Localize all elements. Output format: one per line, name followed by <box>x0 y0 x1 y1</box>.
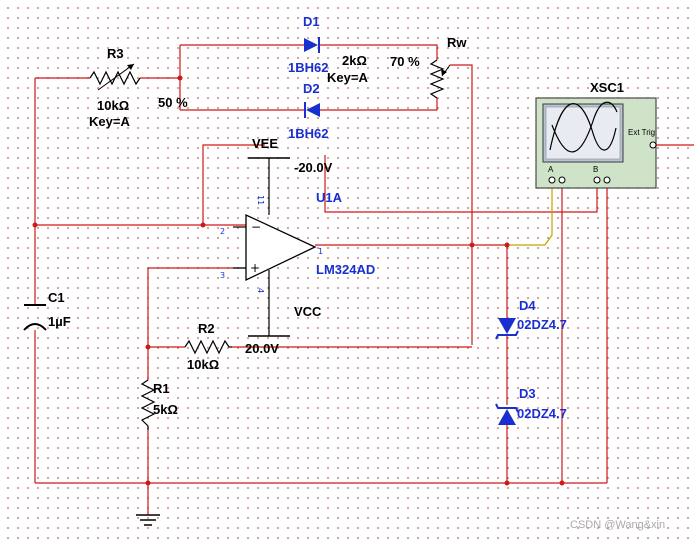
rw-potentiometer[interactable] <box>429 59 451 99</box>
junction-dot <box>200 222 206 228</box>
u1a-pin-out: 1 <box>318 247 323 256</box>
r3-key: Key=A <box>89 114 130 129</box>
vcc-supply[interactable] <box>248 270 290 337</box>
xsc1-ext-trig-terminal[interactable] <box>649 141 657 149</box>
u1a-triangle <box>245 213 317 282</box>
wire-noninverting-input <box>147 267 246 380</box>
r3-ref: R3 <box>107 46 124 61</box>
r3-arrowhead <box>127 64 134 70</box>
r1-zigzag <box>140 379 156 430</box>
d4-ref: D4 <box>519 298 536 313</box>
junctions <box>32 75 565 486</box>
r3-value: 10kΩ <box>97 98 129 113</box>
xsc1-ch-a-label: A <box>548 165 554 174</box>
junction-dot <box>145 480 151 486</box>
rw-key: Key=A <box>327 70 368 85</box>
d3-zener[interactable] <box>495 403 519 425</box>
wire-scope-a <box>507 183 553 246</box>
d1-triangle <box>304 38 318 52</box>
junction-dot <box>504 480 510 486</box>
wire-vee-feed <box>202 144 265 225</box>
xsc1-ch-b-ground-terminal[interactable] <box>603 176 611 184</box>
r1-value: 5kΩ <box>153 402 178 417</box>
r2-zigzag <box>184 339 232 355</box>
rw-arrowhead <box>441 69 447 76</box>
junction-dot <box>32 222 38 228</box>
r2-ref: R2 <box>198 321 215 336</box>
d2-diode[interactable] <box>304 102 320 118</box>
wire-d2-in <box>320 98 438 111</box>
d3-triangle <box>498 409 516 425</box>
d1-ref: D1 <box>303 14 320 29</box>
minus-sign: − <box>251 220 261 234</box>
d2-model: 1BH62 <box>288 126 328 141</box>
r3-arrow <box>97 63 135 91</box>
watermark: CSDN @Wang&xin <box>570 519 665 531</box>
d4-model: 02DZ4.7 <box>517 317 567 332</box>
c1-plate-bottom <box>23 323 47 331</box>
xsc1-screen-inner <box>545 106 621 160</box>
d3-bar <box>495 403 519 413</box>
r1-resistor[interactable] <box>140 379 156 430</box>
u1a-pin-plus: 3 <box>220 271 225 280</box>
junction-dot <box>559 480 565 486</box>
vcc-ref: VCC <box>294 304 322 319</box>
d2-triangle <box>306 103 320 117</box>
wire-rw-wiper <box>450 64 473 345</box>
junction-dot <box>177 75 183 81</box>
rw-zigzag <box>429 59 445 99</box>
u1a-pin-vneg: 11 <box>256 195 265 205</box>
r3-potentiometer[interactable] <box>89 63 141 91</box>
r3-percent: 50 % <box>158 95 188 110</box>
u1a-pin-vpos: 4 <box>256 288 265 293</box>
xsc1-wave-b <box>551 101 618 153</box>
c1-ref: C1 <box>48 290 65 305</box>
wire-d1-out <box>320 44 438 60</box>
xsc1-ref: XSC1 <box>590 80 624 95</box>
u1a-model: LM324AD <box>316 262 375 277</box>
vee-supply[interactable] <box>248 157 290 215</box>
wire-scope-b <box>324 155 598 213</box>
d3-ref: D3 <box>519 386 536 401</box>
u1a-ref: U1A <box>316 190 343 205</box>
d3-model: 02DZ4.7 <box>517 406 567 421</box>
xsc1-ch-b-terminal[interactable] <box>593 176 601 184</box>
junction-dot <box>145 344 151 350</box>
xsc1-ch-b-label: B <box>593 165 598 174</box>
rw-value: 2kΩ <box>342 53 367 68</box>
xsc1-ext-trig-label: Ext Trig <box>628 128 655 137</box>
d2-ref: D2 <box>303 81 320 96</box>
vee-ref: VEE <box>252 136 278 151</box>
r1-ref: R1 <box>153 381 170 396</box>
d4-triangle <box>498 318 516 334</box>
xsc1-oscilloscope[interactable] <box>535 97 657 189</box>
xsc1-ch-a-ground-terminal[interactable] <box>558 176 566 184</box>
d1-model: 1BH62 <box>288 60 328 75</box>
u1a-opamp[interactable]: − + <box>233 213 317 282</box>
rw-ref: Rw <box>447 35 467 50</box>
c1-capacitor[interactable] <box>23 304 47 331</box>
ground-symbol <box>136 514 160 526</box>
wires <box>34 44 694 515</box>
rw-percent: 70 % <box>390 54 420 69</box>
vcc-value: 20.0V <box>245 341 279 356</box>
d4-zener[interactable] <box>495 318 519 340</box>
xsc1-ch-a-terminal[interactable] <box>548 176 556 184</box>
junction-dot <box>469 242 475 248</box>
xsc1-wave-a <box>549 103 617 151</box>
d4-bar <box>495 330 519 340</box>
c1-value: 1µF <box>48 314 71 329</box>
junction-dot <box>504 242 510 248</box>
r2-value: 10kΩ <box>187 357 219 372</box>
plus-sign: + <box>250 261 260 275</box>
d1-diode[interactable] <box>304 37 320 53</box>
u1a-pin-minus: 2 <box>220 227 225 236</box>
r2-resistor[interactable] <box>184 339 232 355</box>
vee-value: -20.0V <box>294 160 333 175</box>
